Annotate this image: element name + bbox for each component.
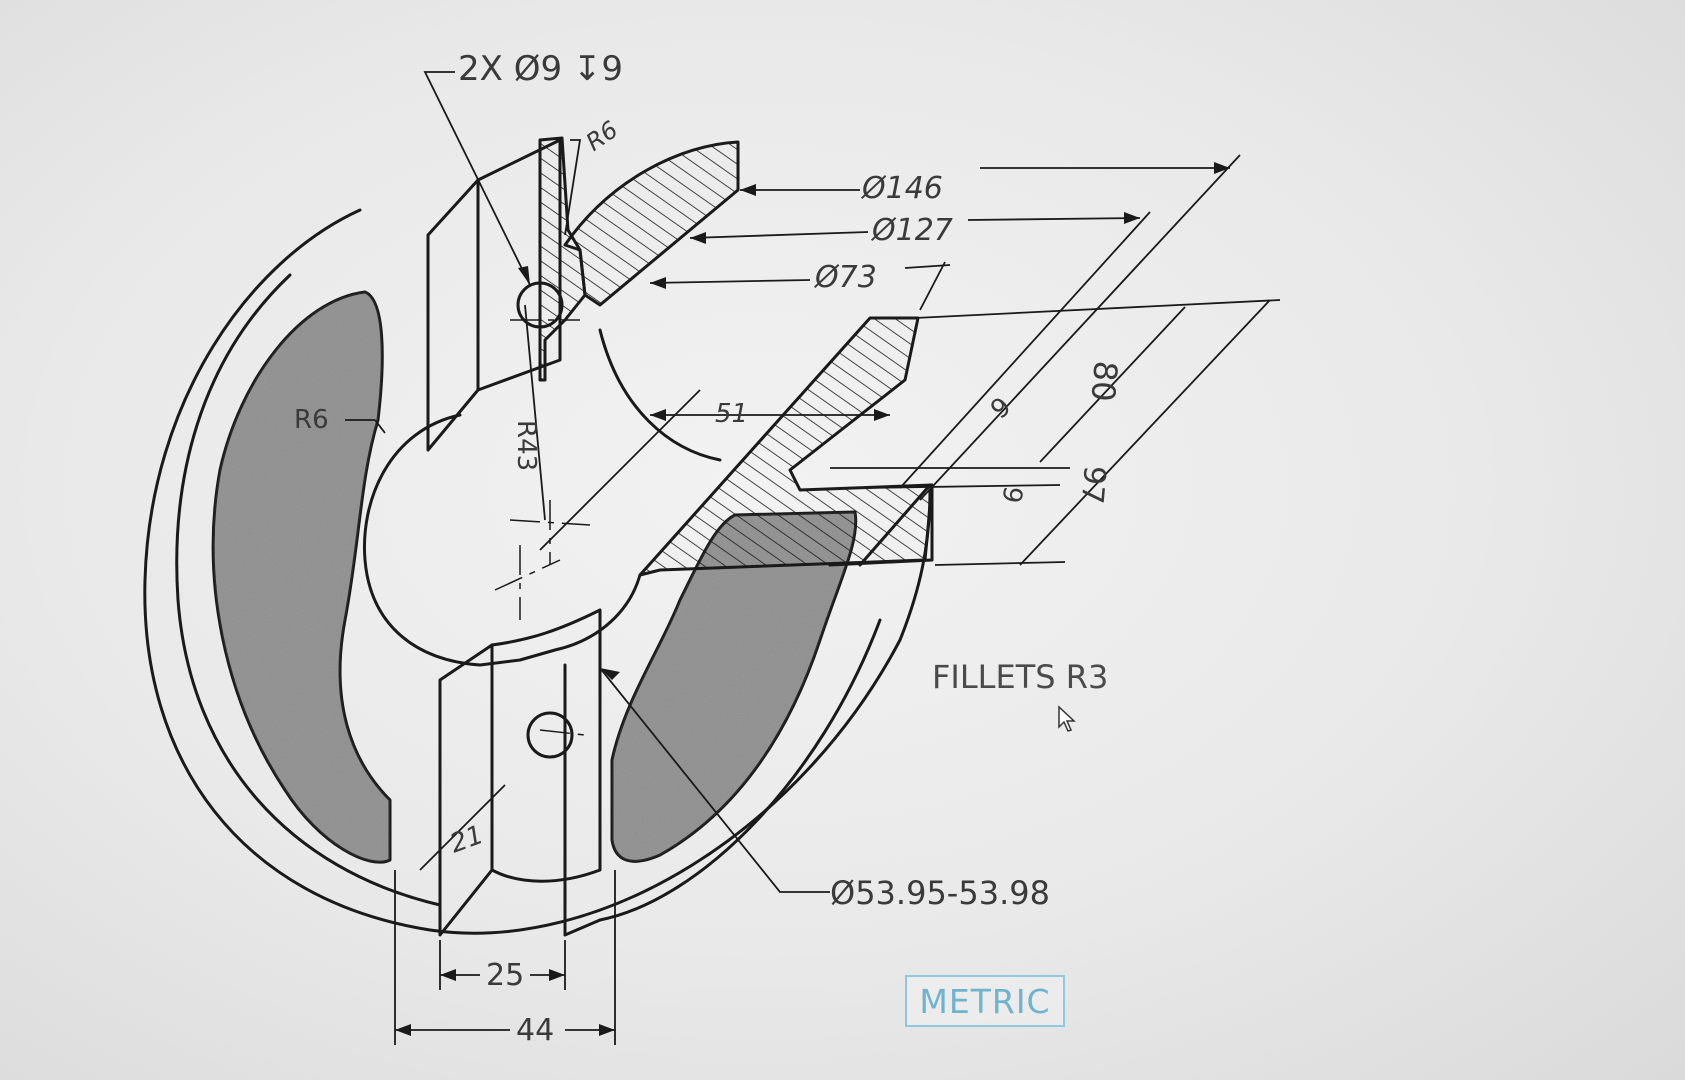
lower-flange-edge [598,618,882,922]
central-bore [362,413,642,667]
radius-center: R43 [511,420,541,471]
hole-callout: 2X Ø9 ↧9 [458,49,623,89]
right-flange-section [638,316,934,577]
dia-mid: Ø127 [870,213,953,248]
upper-hole [516,281,564,329]
mouse-cursor-icon [1058,705,1076,732]
bore-tolerance: Ø53.95-53.98 [830,874,1050,912]
lower-hole [526,711,574,759]
outer-disc-edge [143,208,932,935]
outer-disc-inner-edge [175,273,442,907]
fillets-note: FILLETS R3 [932,658,1108,696]
dim-97: 97 [1074,464,1112,505]
lower-hub-face [438,643,494,937]
radius-top: R6 [581,115,623,156]
radius-left: R6 [294,405,329,435]
lower-hub-right [490,608,602,883]
upper-flange-section [563,140,740,307]
dim-21: 21 [446,820,487,860]
dim-44: 44 [516,1013,554,1048]
top-slot-hatch [538,136,587,382]
lower-hub-front [563,663,602,937]
dim-25: 25 [486,958,524,993]
dia-inner: Ø73 [813,260,877,295]
dim-9b: 9 [995,484,1027,506]
top-slot-face [426,178,480,452]
metric-badge: METRIC [905,975,1065,1027]
dia-outer: Ø146 [860,171,943,206]
dim-51: 51 [715,399,748,429]
upper-arc [598,328,722,462]
dim-9a: 9 [985,392,1017,426]
dim-80: 80 [1083,359,1124,403]
